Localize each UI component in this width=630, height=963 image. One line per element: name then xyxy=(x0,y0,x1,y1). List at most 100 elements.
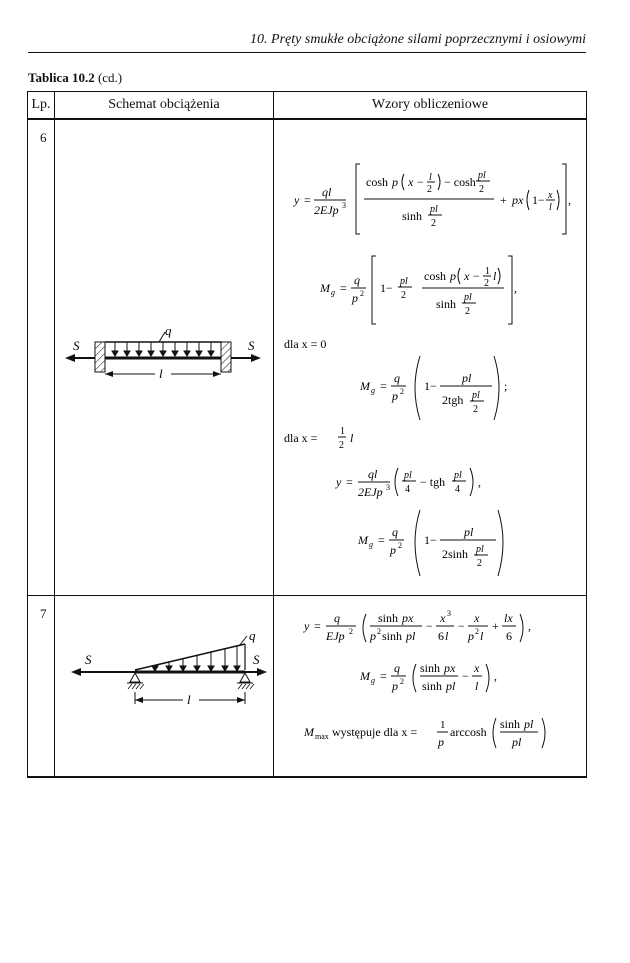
svg-text:− cosh: − cosh xyxy=(444,175,476,189)
svg-text:−: − xyxy=(426,619,433,633)
table-caption: Tablica 10.2 (cd.) xyxy=(28,70,122,86)
svg-text:pl: pl xyxy=(445,679,456,693)
svg-text:2: 2 xyxy=(484,278,489,289)
svg-text:2sinh: 2sinh xyxy=(442,547,468,561)
svg-text:max: max xyxy=(315,732,329,741)
svg-text:2: 2 xyxy=(360,289,364,298)
svg-text:q: q xyxy=(394,371,400,385)
svg-text:3: 3 xyxy=(386,483,390,492)
svg-text:pl: pl xyxy=(403,470,412,481)
svg-text:1: 1 xyxy=(440,719,446,731)
scheme-cell: q S S l xyxy=(54,118,274,596)
svg-text:2: 2 xyxy=(339,440,344,451)
header-rule xyxy=(28,52,586,53)
row-number: 7 xyxy=(27,595,55,778)
formula-table: Lp. Schemat obciążenia Wzory obliczeniow… xyxy=(27,91,587,778)
svg-text:x: x xyxy=(547,190,553,201)
svg-text:−: − xyxy=(417,175,424,189)
force-label-left: S xyxy=(85,652,92,667)
svg-text:=: = xyxy=(380,669,387,683)
svg-text:sinh: sinh xyxy=(500,717,520,731)
svg-text:pl: pl xyxy=(429,204,438,215)
svg-text:,: , xyxy=(494,669,497,683)
table-caption-suffix: (cd.) xyxy=(97,70,123,85)
load-label-q: q xyxy=(165,323,172,338)
svg-text:p: p xyxy=(449,269,456,283)
table-caption-label: Tablica 10.2 xyxy=(28,70,95,85)
svg-text:,: , xyxy=(478,475,481,489)
span-label-l: l xyxy=(159,366,163,381)
svg-text:2EJp: 2EJp xyxy=(358,485,383,499)
condition-x0: dla x = 0 xyxy=(284,337,326,351)
svg-text:=: = xyxy=(378,533,385,547)
svg-text:l: l xyxy=(445,629,449,643)
svg-text:lx: lx xyxy=(504,611,513,625)
svg-text:p: p xyxy=(389,543,396,557)
svg-text:M: M xyxy=(303,725,315,739)
svg-text:sinh: sinh xyxy=(382,629,402,643)
svg-text:6: 6 xyxy=(438,629,444,643)
beam-diagram-triangular: q xyxy=(71,628,267,707)
svg-text:dla x =: dla x = xyxy=(284,431,318,445)
svg-text:−: − xyxy=(473,269,480,283)
svg-text:y: y xyxy=(303,619,310,633)
svg-text:2: 2 xyxy=(473,404,478,415)
svg-text:p: p xyxy=(351,291,358,305)
header-formulas: Wzory obliczeniowe xyxy=(273,91,587,120)
svg-text:g: g xyxy=(369,540,373,549)
svg-text:l: l xyxy=(549,202,552,213)
beam-diagram-clamped: q S S l xyxy=(65,323,261,381)
svg-text:4: 4 xyxy=(455,484,460,495)
mmax-text: występuje dla x = xyxy=(332,725,417,739)
load-arrows xyxy=(111,342,215,357)
load-arrows xyxy=(151,646,241,672)
svg-text:2: 2 xyxy=(377,627,381,636)
svg-text:px: px xyxy=(443,661,456,675)
svg-text:l: l xyxy=(493,269,497,283)
svg-text:x: x xyxy=(407,175,414,189)
svg-text:pl: pl xyxy=(471,390,480,401)
svg-text:p: p xyxy=(369,629,376,643)
svg-text:sinh: sinh xyxy=(420,661,440,675)
right-force-head xyxy=(251,354,261,362)
svg-text:3: 3 xyxy=(342,201,346,210)
force-label-right: S xyxy=(253,652,260,667)
svg-text:arccosh: arccosh xyxy=(450,725,487,739)
header-scheme: Schemat obciążenia xyxy=(54,91,274,120)
left-force-head xyxy=(71,668,81,676)
svg-text:EJp: EJp xyxy=(325,629,345,643)
svg-text:l: l xyxy=(350,431,354,445)
row-number: 6 xyxy=(27,118,55,596)
svg-text:1: 1 xyxy=(485,266,490,277)
svg-text:2tgh: 2tgh xyxy=(442,393,463,407)
q-leader xyxy=(158,331,166,343)
svg-text:2EJp: 2EJp xyxy=(314,203,339,217)
scheme-cell: q xyxy=(54,595,274,778)
svg-text:g: g xyxy=(371,386,375,395)
svg-text:2: 2 xyxy=(400,387,404,396)
svg-text:−: − xyxy=(458,619,465,633)
svg-text:x: x xyxy=(463,269,470,283)
left-support xyxy=(127,671,145,690)
svg-text:pl: pl xyxy=(405,629,416,643)
svg-text:x: x xyxy=(473,611,480,625)
svg-text:1−: 1− xyxy=(424,379,437,393)
svg-text:pl: pl xyxy=(453,470,462,481)
svg-text:x: x xyxy=(439,611,446,625)
span-label-l: l xyxy=(187,692,191,707)
svg-text:− tgh: − tgh xyxy=(420,475,445,489)
table-row: 6 xyxy=(27,118,587,596)
svg-text:cosh: cosh xyxy=(424,269,446,283)
svg-text:px: px xyxy=(401,611,414,625)
svg-text:l: l xyxy=(480,629,484,643)
svg-text:ql: ql xyxy=(322,185,332,199)
svg-text:−: − xyxy=(462,669,469,683)
svg-text:M: M xyxy=(359,379,371,393)
left-clamp xyxy=(94,341,106,373)
